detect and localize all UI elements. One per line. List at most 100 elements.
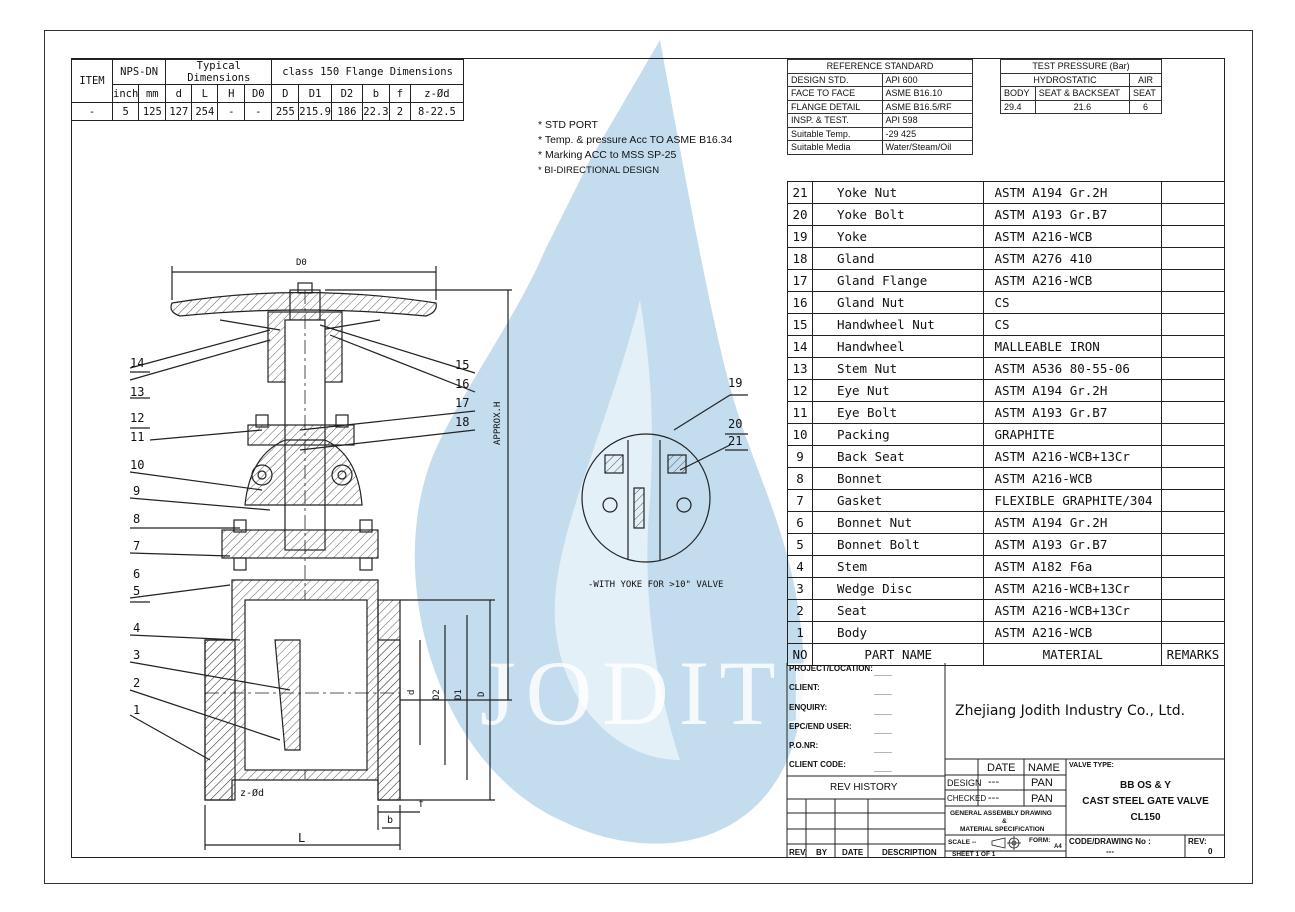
sheet-label: SHEET 1 OF 1: [952, 851, 996, 858]
rev-col: DATE: [842, 848, 864, 857]
valve-type-line2: CAST STEEL GATE VALVE: [1082, 796, 1209, 807]
part-material: GRAPHITE: [983, 423, 1163, 446]
pon-label: P.O.NR:: [789, 741, 819, 750]
callout-21: 21: [728, 434, 743, 448]
client-code-label: CLIENT CODE:: [789, 760, 846, 769]
part-no: 10: [787, 423, 813, 446]
company-name: Zhejiang Jodith Industry Co., Ltd.: [955, 703, 1186, 719]
callout-9: 9: [133, 484, 141, 498]
scale-label: SCALE: [948, 839, 971, 846]
part-name: Handwheel Nut: [811, 313, 985, 336]
reference-standard-table: REFERENCE STANDARD DESIGN STD.API 600 FA…: [787, 59, 974, 155]
checked-date: ---: [988, 792, 999, 804]
zod-label: z-Ød: [240, 788, 265, 799]
checked-name: PAN: [1031, 793, 1053, 805]
part-no: 18: [787, 247, 813, 270]
blank: ____: [874, 764, 892, 773]
callout-12: 12: [130, 411, 145, 425]
cell: 215.9: [298, 102, 332, 121]
part-no: 7: [787, 489, 813, 512]
rev-col: BY: [816, 848, 828, 857]
rev-history-label: REV HISTORY: [830, 782, 898, 793]
form-label: FORM:: [1029, 837, 1051, 844]
dd-label: D: [477, 691, 487, 697]
note: * Temp. & pressure Acc TO ASME B16.34: [538, 134, 733, 146]
scale-value: --: [972, 839, 977, 846]
approx-h-label: APPROX.H: [493, 401, 503, 445]
gad-line3: MATERIAL SPECIFICATION: [960, 826, 1045, 833]
parts-header-material: MATERIAL: [983, 643, 1163, 666]
client-label: CLIENT:: [789, 683, 820, 692]
part-name: Bonnet: [811, 467, 985, 490]
item-header: ITEM: [71, 59, 113, 103]
date-label: DATE: [987, 762, 1016, 774]
d2-label: D2: [432, 689, 442, 700]
part-no: 6: [787, 511, 813, 534]
callout-3: 3: [133, 648, 141, 662]
rev-col: REV.: [789, 848, 807, 857]
part-no: 17: [787, 269, 813, 292]
b-label: b: [387, 815, 394, 826]
blank: ____: [874, 726, 892, 735]
epc-label: EPC/END USER:: [789, 722, 852, 731]
callout-7: 7: [133, 539, 141, 553]
d0-label: D0: [296, 258, 307, 268]
callout-8: 8: [133, 512, 141, 526]
part-name: Eye Bolt: [811, 401, 985, 424]
typical-header: Typical Dimensions: [165, 59, 273, 85]
d-label: d: [407, 689, 417, 695]
blank: ____: [874, 745, 892, 754]
blank: ____: [874, 668, 892, 677]
callout-19: 19: [728, 376, 743, 390]
callout-10: 10: [130, 458, 145, 472]
part-material: ASTM A216-WCB: [983, 269, 1163, 292]
part-no: 19: [787, 225, 813, 248]
part-no: 12: [787, 379, 813, 402]
part-material: ASTM A216-WCB+13Cr: [983, 599, 1163, 622]
air-value: 6: [1129, 99, 1162, 114]
part-no: 8: [787, 467, 813, 490]
callout-11: 11: [130, 430, 145, 444]
inner-frame: [71, 58, 1225, 858]
col-header: inch: [111, 84, 140, 103]
outer-frame: [44, 30, 1253, 884]
blank: ____: [874, 687, 892, 696]
part-material: ASTM A216-WCB: [983, 225, 1163, 248]
parts-header-no: NO: [787, 643, 813, 666]
design-name: PAN: [1031, 777, 1053, 789]
notes: * STD PORT * Temp. & pressure Acc TO ASM…: [538, 118, 732, 178]
design-date: ---: [988, 776, 999, 788]
enquiry-label: ENQUIRY:: [789, 703, 828, 712]
f-label: f: [418, 799, 425, 810]
callout-17: 17: [455, 396, 470, 410]
callout-16: 16: [455, 377, 470, 391]
code-value: ---: [1106, 847, 1114, 856]
callout-15: 15: [455, 358, 470, 372]
part-name: Yoke Bolt: [811, 203, 985, 226]
yoke-note: -WITH YOKE FOR >10" VALVE: [588, 580, 724, 590]
callout-20: 20: [728, 417, 743, 431]
blank: ____: [874, 707, 892, 716]
part-material: ASTM A194 Gr.2H: [983, 379, 1163, 402]
note: * BI-DIRECTIONAL DESIGN: [538, 165, 660, 176]
design-label: DESIGN: [947, 778, 982, 788]
callout-18: 18: [455, 415, 470, 429]
checked-label: CHECKED: [947, 794, 987, 803]
gad-line1: GENERAL ASSEMBLY DRAWING: [950, 810, 1052, 817]
rev-value: 0: [1208, 847, 1213, 856]
